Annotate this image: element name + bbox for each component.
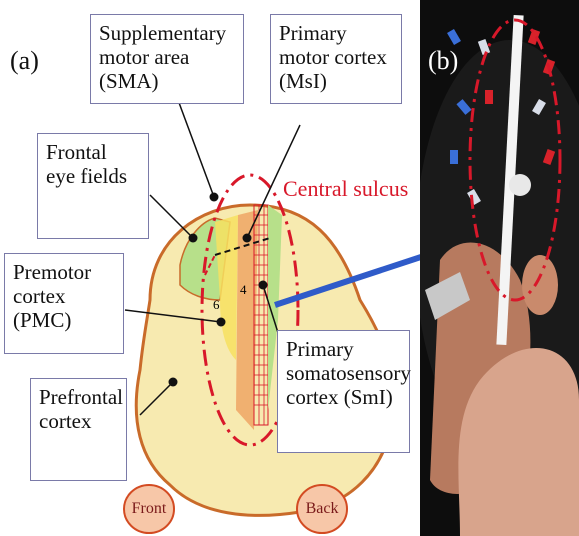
panel-b-label: (b) (428, 46, 458, 76)
back-label: Back (296, 500, 348, 518)
central-sulcus-label: Central sulcus (283, 176, 408, 202)
sma-label: Supplementary motor area (SMA) (90, 14, 244, 104)
panel-a-label: (a) (10, 46, 39, 76)
eeg-photo (420, 0, 579, 536)
front-label: Front (123, 500, 175, 518)
area-four-number: 4 (240, 282, 247, 298)
area-six-number: 6 (213, 297, 220, 313)
smi-label: Primary somatosensory cortex (SmI) (277, 330, 410, 453)
fef-label: Frontal eye fields (37, 133, 149, 239)
pfc-label: Prefrontal cortex (30, 378, 127, 481)
pmc-label: Premotor cortex (PMC) (4, 253, 124, 354)
photo-panel: (b) (420, 0, 579, 536)
msi-label: Primary motor cortex (MsI) (270, 14, 402, 104)
